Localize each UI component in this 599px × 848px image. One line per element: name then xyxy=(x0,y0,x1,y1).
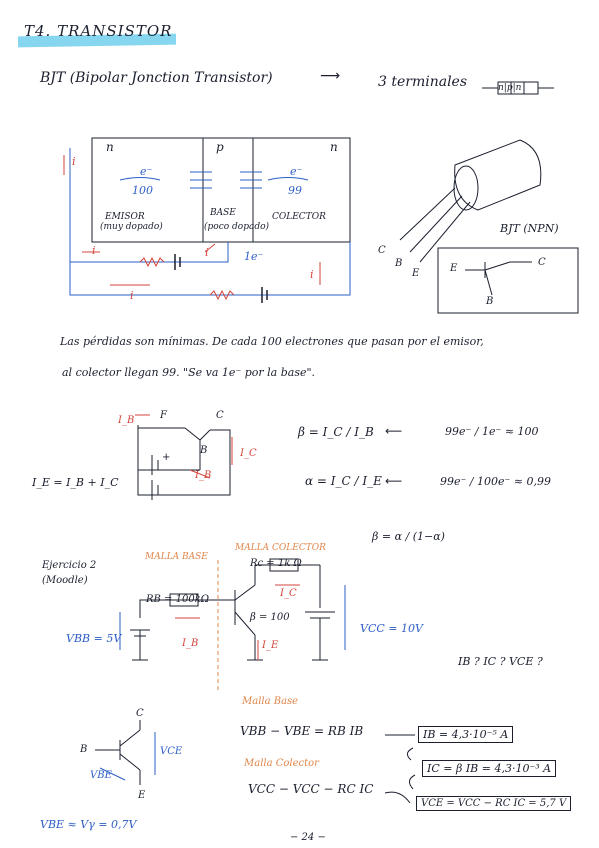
npn-symbol-box xyxy=(437,247,579,314)
sym-c: C xyxy=(136,708,144,719)
sym-vbe: VBE xyxy=(90,770,112,781)
collector-mesh-equation: VCC − VCC − RC IC xyxy=(248,782,374,796)
bjt-definition: BJT (Bipolar Jonction Transistor) xyxy=(40,70,273,86)
mesh-collector-label: MALLA COLECTOR xyxy=(235,543,326,553)
terminals-label: 3 terminales xyxy=(378,74,468,90)
page-number: − 24 − xyxy=(290,832,326,843)
one-electron: 1e⁻ xyxy=(244,250,264,263)
result-ic: IC = β IB = 4,3·10⁻³ A xyxy=(422,760,557,777)
malla-base-title: Malla Base xyxy=(242,696,299,707)
current-i-1: i xyxy=(72,155,76,168)
exercise-arrows xyxy=(119,584,346,660)
region-n2: n xyxy=(330,140,338,154)
current-i-5: i xyxy=(130,289,134,302)
circuit2-c: C xyxy=(216,410,224,421)
page-title: T4. TRANSISTOR xyxy=(24,22,173,40)
emisor-label: EMISOR xyxy=(105,212,145,222)
bjt-voltage-symbol xyxy=(95,720,141,785)
rb-label: RB = 100kΩ xyxy=(146,594,210,605)
bjt-npn-label: BJT (NPN) xyxy=(500,222,559,235)
vbe-equation: VBE ≈ Vγ = 0,7V xyxy=(40,818,137,831)
transistor-drawing xyxy=(399,139,542,263)
symbol-pin-c: C xyxy=(538,257,546,268)
battery-icon xyxy=(174,254,268,303)
pin-b: B xyxy=(395,258,403,269)
result-arrows xyxy=(384,734,416,804)
exercise-circuit xyxy=(130,558,335,661)
pin-e: E xyxy=(412,268,420,279)
result-ib: IB = 4,3·10⁻⁵ A xyxy=(418,726,514,743)
sym-vce: VCE xyxy=(160,746,183,757)
npn-block-text: n|p|n xyxy=(498,83,522,93)
sym-e: E xyxy=(138,790,146,801)
current-arrows xyxy=(63,155,321,286)
questions: IB ? IC ? VCE ? xyxy=(458,655,543,668)
circuit2-ic: I_C xyxy=(240,448,257,459)
sym-b: B xyxy=(80,744,88,755)
electron-flow-arrows xyxy=(119,171,309,189)
transistor-circuit-2 xyxy=(137,425,231,500)
current-i-2: i xyxy=(92,244,96,257)
colector-label: COLECTOR xyxy=(272,212,326,222)
ib-label: I_B xyxy=(182,638,199,649)
mesh-base-label: MALLA BASE xyxy=(145,552,208,562)
alpha-value: 99e⁻ / 100e⁻ ≈ 0,99 xyxy=(440,475,552,488)
region-p: p xyxy=(216,140,224,154)
ic-label: I_C xyxy=(280,588,297,599)
electron-symbol-2: e⁻ xyxy=(290,165,303,178)
title-highlight: T4. TRANSISTOR xyxy=(18,18,176,50)
symbol-pin-e: E xyxy=(450,263,458,274)
resistor-icon xyxy=(139,256,235,301)
circuit2-ib2: I_B xyxy=(195,470,212,481)
circuit2-plus: + xyxy=(162,452,171,463)
circuit-2-current-arrows xyxy=(135,414,233,479)
circuit2-ib: I_B xyxy=(118,415,135,426)
emisor-note: (muy dopado) xyxy=(100,222,163,232)
beta-alpha-relation: β = α / (1−α) xyxy=(372,530,445,543)
beta-equation: β = I_C / I_B xyxy=(298,425,374,439)
current-i-4: i xyxy=(310,268,314,281)
pin-c: C xyxy=(378,245,386,256)
beta-100: β = 100 xyxy=(250,612,290,623)
beta-value: 99e⁻ / 1e⁻ ≈ 100 xyxy=(445,425,539,438)
arrow-left-icon: ⟵ xyxy=(385,424,403,438)
electron-symbol-1: e⁻ xyxy=(140,165,153,178)
note-line-2: al colector llegan 99. "Se va 1e⁻ por la… xyxy=(62,366,316,379)
alpha-equation: α = I_C / I_E xyxy=(305,474,382,488)
result-vce: VCE = VCC − RC IC = 5,7 V xyxy=(416,796,572,811)
arrow-left-icon-2: ⟵ xyxy=(385,474,403,488)
collector-count: 99 xyxy=(288,184,302,197)
vbb-label: VBB = 5V xyxy=(66,632,122,645)
ie-label: I_E xyxy=(262,640,279,651)
circuit2-f: F xyxy=(160,410,167,421)
base-mesh-equation: VBB − VBE = RB IB xyxy=(240,724,364,738)
malla-colector-title: Malla Colector xyxy=(244,758,319,769)
rc-label: Rc = 1k Ω xyxy=(250,558,302,569)
circuit2-b: B xyxy=(200,445,208,456)
exercise-title: Ejercicio 2 xyxy=(42,560,97,571)
symbol-pin-b: B xyxy=(486,296,494,307)
base-note: (poco dopado) xyxy=(204,222,270,232)
npn-structure xyxy=(91,137,351,243)
ie-formula: I_E = I_B + I_C xyxy=(32,476,119,489)
npn-block-icon xyxy=(482,81,554,95)
base-label: BASE xyxy=(210,208,236,218)
arrow-icon: ⟶ xyxy=(320,68,341,84)
exercise-sub: (Moodle) xyxy=(42,575,88,586)
note-line-1: Las pérdidas son mínimas. De cada 100 el… xyxy=(60,335,484,348)
current-i-3: i xyxy=(205,246,209,259)
bjt-voltage-arrows xyxy=(99,732,156,781)
vcc-label: VCC = 10V xyxy=(360,622,423,635)
region-n1: n xyxy=(106,140,114,154)
emitter-count: 100 xyxy=(132,184,153,197)
